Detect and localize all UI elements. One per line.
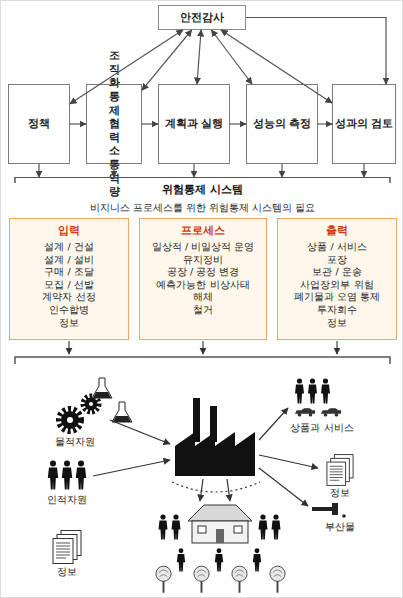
connector-arrow bbox=[113, 164, 114, 177]
flask-icon bbox=[92, 378, 132, 422]
box-heading: 프로세스 bbox=[181, 224, 225, 238]
connector-arrow bbox=[211, 30, 252, 84]
output-arrows bbox=[69, 341, 337, 354]
process-box: 성과의 검토 bbox=[332, 84, 396, 164]
list-item: 설계 / 건설 bbox=[44, 241, 93, 254]
audit-box: 안전감사 bbox=[158, 5, 246, 30]
process-box: 성능의 측정 bbox=[246, 84, 318, 164]
connector-arrow bbox=[197, 30, 201, 84]
list-item: 공장 / 공정 변경 bbox=[167, 266, 239, 279]
box-label: 안전감사 bbox=[180, 10, 224, 25]
flow-arrows bbox=[93, 408, 318, 506]
list-item: 유지정비 bbox=[183, 254, 223, 267]
people-icon bbox=[48, 460, 86, 489]
list-item: 폐기물과 오염 통제 bbox=[294, 291, 380, 304]
band-title: 위험통제 시스템 bbox=[162, 182, 243, 197]
list-item: 철거 bbox=[193, 304, 213, 317]
connector-arrow bbox=[38, 164, 39, 177]
box-heading: 출력 bbox=[326, 224, 348, 238]
people-icon bbox=[159, 514, 281, 571]
connector-arrow bbox=[142, 123, 158, 124]
illustration-label: 물적자원 bbox=[30, 436, 120, 449]
box-label: 성과의 검토 bbox=[335, 117, 394, 131]
connector-arrow bbox=[281, 164, 282, 177]
document-icon bbox=[53, 531, 81, 564]
connector-arrow bbox=[70, 123, 86, 124]
list-item: 일상적 / 비일상적 운영 bbox=[152, 241, 254, 254]
list-item: 투자회수 bbox=[317, 304, 357, 317]
car-icon bbox=[295, 408, 315, 416]
list-item: 예측가능한 비상사태 bbox=[156, 279, 249, 292]
illustration-label: 부산물 bbox=[295, 521, 385, 534]
band-subtitle: 비지니스 프로세스를 위한 위험통제 시스템의 필요 bbox=[90, 202, 315, 215]
box-label: 계획과 실행 bbox=[165, 117, 224, 131]
list-box: 출력상품 / 서비스포장보관 / 운송사업장외부 위험폐기물과 오염 통제투자회… bbox=[277, 218, 397, 340]
list-item: 보관 / 운송 bbox=[312, 266, 361, 279]
illustration-label: 상품과 서비스 bbox=[277, 422, 367, 435]
list-item: 모집 / 선발 bbox=[44, 279, 93, 292]
list-box: 프로세스일상적 / 비일상적 운영유지정비공장 / 공정 변경예측가능한 비상사… bbox=[139, 218, 267, 340]
list-box: 입력설계 / 건설설계 / 설비구매 / 조달모집 / 선발계약자 선정인수합병… bbox=[9, 218, 129, 340]
band-header: 위험통제 시스템비지니스 프로세스를 위한 위험통제 시스템의 필요 bbox=[15, 177, 390, 213]
list-item: 정보 bbox=[327, 317, 347, 330]
list-item: 사업장외부 위험 bbox=[300, 279, 373, 292]
bracket bbox=[15, 357, 390, 364]
box-heading: 입력 bbox=[58, 224, 80, 238]
connector-arrow bbox=[193, 164, 194, 177]
connector-arrow bbox=[70, 30, 183, 104]
connector-arrow bbox=[230, 123, 246, 124]
list-item: 포장 bbox=[327, 254, 347, 267]
connector-arrow bbox=[142, 30, 192, 90]
illustration-label: 인적자원 bbox=[22, 494, 112, 507]
list-item: 상품 / 서비스 bbox=[307, 241, 366, 254]
illustration-label: 정보 bbox=[295, 487, 385, 500]
connector-arrow bbox=[221, 30, 332, 103]
connector-arrow bbox=[246, 18, 386, 85]
list-item: 정보 bbox=[59, 317, 79, 330]
list-item: 인수합병 bbox=[49, 304, 89, 317]
box-label: 정책 bbox=[28, 117, 50, 131]
list-item: 계약자 선정 bbox=[42, 291, 95, 304]
byproduct-icon bbox=[312, 503, 346, 518]
list-item: 설계 / 설비 bbox=[44, 254, 93, 267]
list-item: 해체 bbox=[193, 291, 213, 304]
process-box: 조직화 통제 협력 소통 역량 bbox=[86, 84, 142, 164]
gear-icon bbox=[59, 396, 99, 431]
process-box: 계획과 실행 bbox=[158, 84, 230, 164]
people-icon bbox=[295, 378, 330, 403]
box-label: 성능의 측정 bbox=[253, 117, 312, 131]
connector-arrow bbox=[363, 164, 364, 177]
factory-icon bbox=[175, 398, 255, 476]
tree-icon bbox=[156, 566, 285, 593]
car-icon bbox=[321, 408, 341, 416]
list-item: 구매 / 조달 bbox=[44, 266, 93, 279]
process-box: 정책 bbox=[8, 84, 70, 164]
document-icon bbox=[327, 455, 353, 486]
house-icon bbox=[188, 505, 252, 543]
connector-arrow bbox=[318, 123, 332, 124]
illustration-label: 정보 bbox=[22, 566, 112, 579]
